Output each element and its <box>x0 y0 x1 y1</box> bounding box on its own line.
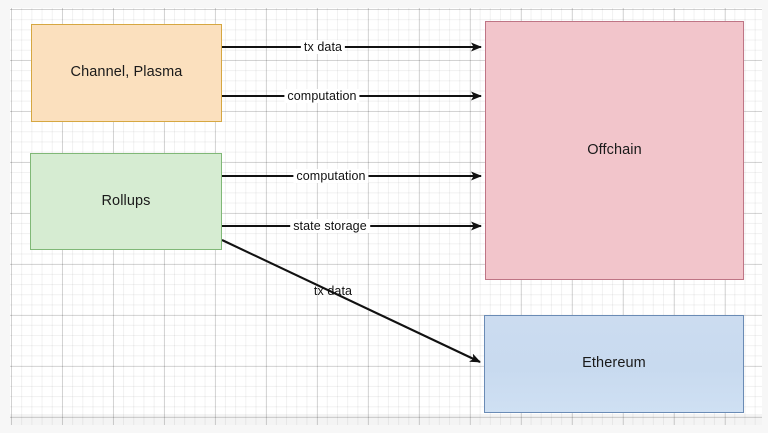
node-ethereum-label: Ethereum <box>582 355 646 372</box>
node-ethereum[interactable]: Ethereum <box>484 315 744 413</box>
node-offchain[interactable]: Offchain <box>485 21 744 280</box>
node-offchain-label: Offchain <box>587 141 642 158</box>
edge-label-tx-data-ethereum: tx data <box>313 284 353 298</box>
edge-label-tx-data-offchain: tx data <box>300 40 346 54</box>
edge-label-state-storage: state storage <box>290 219 370 233</box>
node-channel-plasma-label: Channel, Plasma <box>70 64 183 81</box>
node-rollups-label: Rollups <box>101 192 151 209</box>
node-rollups[interactable]: Rollups <box>30 153 222 250</box>
edge-label-computation-rollups: computation <box>293 169 369 183</box>
node-channel-plasma[interactable]: Channel, Plasma <box>31 24 222 122</box>
edge-label-computation-channel: computation <box>284 89 360 103</box>
